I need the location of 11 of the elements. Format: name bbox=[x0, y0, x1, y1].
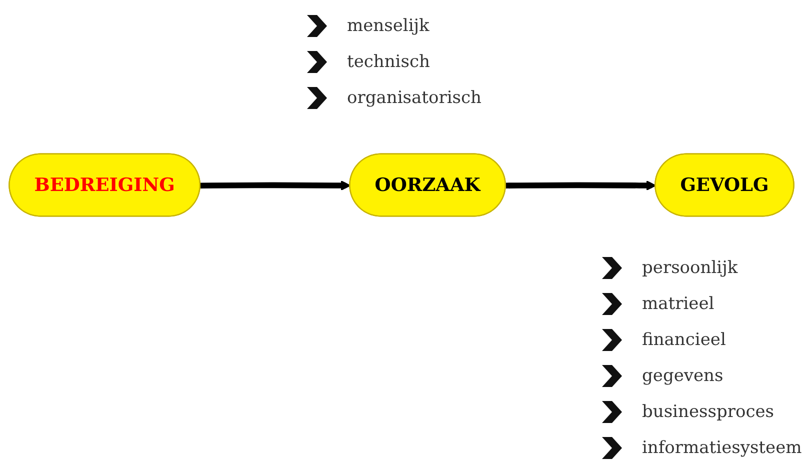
list-item: matrieel bbox=[642, 294, 714, 314]
list-item: businessproces bbox=[642, 402, 774, 422]
arrow bbox=[506, 180, 656, 191]
list-item: menselijk bbox=[347, 16, 430, 36]
list-item: organisatorisch bbox=[347, 88, 482, 108]
arrow bbox=[200, 180, 351, 191]
list-item: informatiesysteem bbox=[642, 438, 802, 458]
list-item: persoonlijk bbox=[642, 258, 738, 278]
list-item: gegevens bbox=[642, 366, 724, 386]
list-item: technisch bbox=[347, 52, 430, 72]
list-item: financieel bbox=[642, 330, 726, 350]
